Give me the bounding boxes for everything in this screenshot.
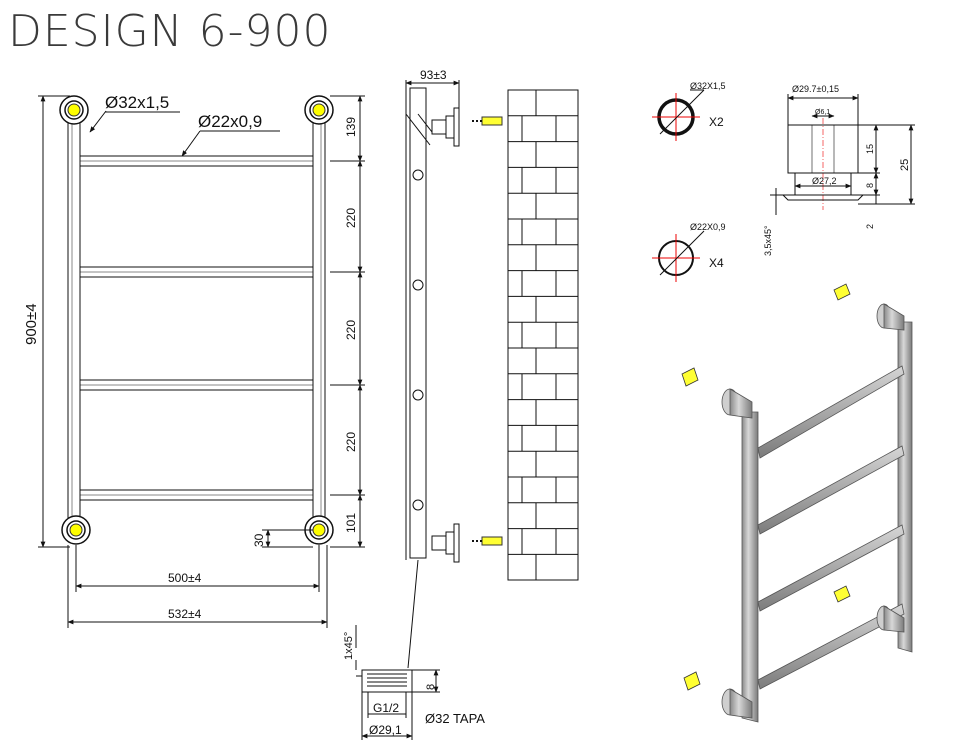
bracket-h2: 8 [865,183,875,188]
dim-width-inner: 500±4 [168,571,202,585]
connector-bottom-left [61,515,91,545]
brick-wall [507,89,579,581]
outlet-dimension [262,529,313,548]
iso-view [681,283,913,723]
dim-mid-1: 220 [344,208,358,228]
label-bar: Ø22x0,9 [198,112,262,131]
bracket-base-d: Ø27,2 [812,176,837,186]
iso-bar-2 [757,445,905,535]
section-small-qty: X4 [709,256,724,270]
dim-width-outer: 532±4 [168,607,202,621]
bracket-h1: 15 [865,144,875,154]
bracket-inner-d: Ø6,1 [815,109,830,116]
width-dimensions [67,545,328,628]
horizontal-bar-1 [79,155,314,167]
wall-plug-top [472,116,503,126]
iso-plug-4 [683,671,701,691]
dim-outlet: 30 [252,533,266,547]
cap-height: 8 [425,684,437,690]
cap-thread: G1/2 [373,701,399,715]
iso-plug-3 [833,585,851,603]
section-small-label: Ø22X0,9 [690,222,726,232]
cap-chamfer: 1x45° [343,632,355,660]
iso-bar-1 [757,365,905,459]
iso-bar-3 [757,524,905,612]
bracket-chamfer: 3,5x45° [763,225,773,256]
bracket-detail [770,94,915,215]
vertical-chain-dimension [330,95,365,548]
section-large-pipe [652,89,705,141]
dim-mid-2: 220 [344,320,358,340]
iso-bracket-bottom-right [876,605,905,633]
iso-bracket-bottom-left [721,688,753,719]
iso-bar-4 [757,603,905,690]
wall-plug-bottom [472,536,503,546]
drawing-title: DESIGN 6-900 [8,6,332,57]
dim-bottom: 101 [344,513,358,533]
section-small-pipe [652,230,705,282]
horizontal-bar-3 [79,379,314,391]
horizontal-bar-4 [79,489,314,501]
iso-bracket-top-left [721,388,753,419]
dim-depth: 93±3 [420,68,447,82]
iso-plug-1 [833,283,851,301]
section-large-qty: X2 [709,115,724,129]
connector-top-right [304,95,334,125]
connector-bottom-right [304,515,334,545]
dim-mid-3: 220 [344,432,358,452]
left-vertical-pipe [67,100,81,540]
bracket-total: 25 [899,159,911,171]
label-bar-leader [181,130,280,157]
connector-top-left [59,95,89,125]
side-view [405,80,460,669]
cap-label: Ø32 TAPA [425,711,485,726]
iso-plug-2 [681,367,699,387]
label-main-pipe-leader [89,110,180,133]
bracket-h3: 2 [865,224,875,229]
height-label: 900±4 [23,303,40,345]
iso-bracket-top-right [876,303,905,331]
front-view [67,100,326,540]
cap-detail [355,625,440,740]
label-main-pipe: Ø32x1,5 [105,93,169,112]
horizontal-bar-2 [79,266,314,278]
height-dimension [38,95,70,548]
section-large-label: Ø32X1,5 [690,81,726,91]
cap-diameter: Ø29,1 [369,723,402,737]
right-vertical-pipe [312,100,326,540]
dim-top: 139 [344,117,358,137]
bracket-outer-d: Ø29.7±0,15 [792,84,839,94]
